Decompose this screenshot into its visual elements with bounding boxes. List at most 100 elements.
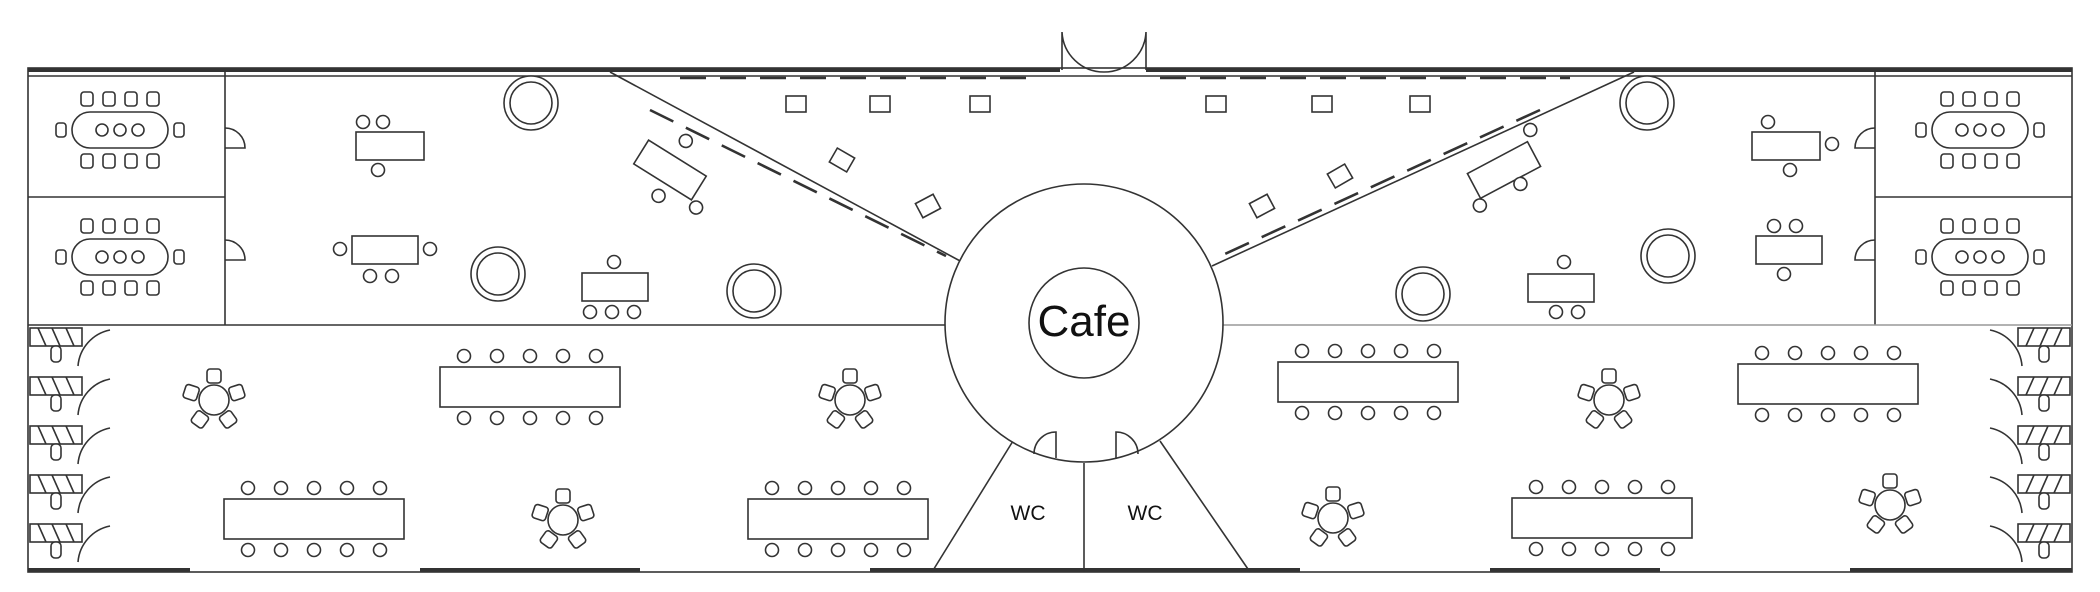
locker-hatch <box>2039 327 2049 347</box>
centerpiece <box>113 123 127 137</box>
chair <box>555 488 571 504</box>
locker-hatch <box>2039 376 2049 396</box>
chair <box>190 410 210 429</box>
meeting-table <box>55 91 185 169</box>
pod <box>1640 228 1696 284</box>
chair <box>1820 407 1836 423</box>
pod-inner <box>732 269 776 313</box>
chair <box>489 348 505 364</box>
chair <box>1886 345 1902 361</box>
chair <box>764 542 780 558</box>
round-table <box>182 368 246 429</box>
chair <box>80 218 94 234</box>
desk-square <box>1311 95 1333 113</box>
small-table <box>632 133 708 215</box>
chair <box>1426 343 1442 359</box>
centerpiece <box>131 250 145 264</box>
table-top <box>747 498 929 540</box>
wc-label-left: WC <box>1011 502 1046 525</box>
chair <box>1570 304 1586 320</box>
pod-inner <box>1625 81 1669 125</box>
desk-square <box>785 95 807 113</box>
chair <box>1346 501 1365 520</box>
long-table <box>223 480 405 558</box>
chair <box>896 480 912 496</box>
long-table <box>1277 343 1459 421</box>
chair <box>2033 122 2045 138</box>
chair <box>1754 407 1770 423</box>
locker-hatch <box>65 376 75 396</box>
chair <box>375 114 391 130</box>
chair <box>1528 541 1544 557</box>
locker-unit <box>1989 376 2071 416</box>
chair <box>124 153 138 169</box>
chair <box>1594 541 1610 557</box>
small-table <box>1527 254 1595 320</box>
round-table <box>1858 473 1922 534</box>
locker-hatch <box>51 327 61 347</box>
chair <box>531 503 550 522</box>
chair <box>362 268 378 284</box>
desk-square <box>869 95 891 113</box>
chair <box>1820 345 1836 361</box>
locker-unit <box>29 523 111 563</box>
chair <box>567 530 587 549</box>
chair <box>1613 410 1633 429</box>
circular-pods <box>470 75 1696 322</box>
pod <box>726 263 782 319</box>
centerpiece <box>1991 123 2005 137</box>
chair <box>355 114 371 130</box>
chair <box>651 188 666 204</box>
pod-inner <box>476 252 520 296</box>
chair <box>372 542 388 558</box>
chair <box>1984 153 1998 169</box>
centerpiece <box>95 123 109 137</box>
locker-hatch <box>2039 474 2049 494</box>
table-top <box>439 366 621 408</box>
small-table <box>581 254 649 320</box>
chair <box>863 480 879 496</box>
locker-door-swing <box>1989 329 2023 367</box>
chair <box>1754 345 1770 361</box>
locker-door-swing <box>77 476 111 514</box>
desk-square <box>969 95 991 113</box>
round-tables <box>182 368 1922 549</box>
chair <box>2006 218 2020 234</box>
pod <box>1619 75 1675 131</box>
locker-hatch <box>2053 474 2063 494</box>
table-top <box>198 384 230 416</box>
chair <box>1522 122 1538 138</box>
chair <box>1886 407 1902 423</box>
chair <box>2033 249 2045 265</box>
table-top <box>632 139 708 201</box>
centerpiece <box>1973 250 1987 264</box>
chair <box>1309 528 1329 547</box>
long-tables <box>223 343 1919 558</box>
chair <box>539 530 559 549</box>
chair <box>1393 405 1409 421</box>
chair <box>1556 254 1572 270</box>
locker-door-swing <box>77 427 111 465</box>
long-table <box>1737 345 1919 423</box>
table-top <box>1593 384 1625 416</box>
chair <box>146 91 160 107</box>
round-table <box>1301 486 1365 547</box>
long-table <box>747 480 929 558</box>
chair <box>102 153 116 169</box>
locker-door-swing <box>1989 427 2023 465</box>
chair <box>80 91 94 107</box>
cafe-label: Cafe <box>1038 297 1131 346</box>
chair <box>1776 266 1792 282</box>
long-table <box>1511 479 1693 557</box>
small-table <box>355 114 425 178</box>
small-table <box>332 235 438 284</box>
locker-unit <box>29 425 111 465</box>
chair <box>173 122 185 138</box>
chair <box>370 162 386 178</box>
desk-square <box>914 193 942 219</box>
chair <box>1426 405 1442 421</box>
chair <box>273 480 289 496</box>
chair <box>1660 479 1676 495</box>
chair <box>626 304 642 320</box>
meeting-table <box>1915 218 2045 296</box>
